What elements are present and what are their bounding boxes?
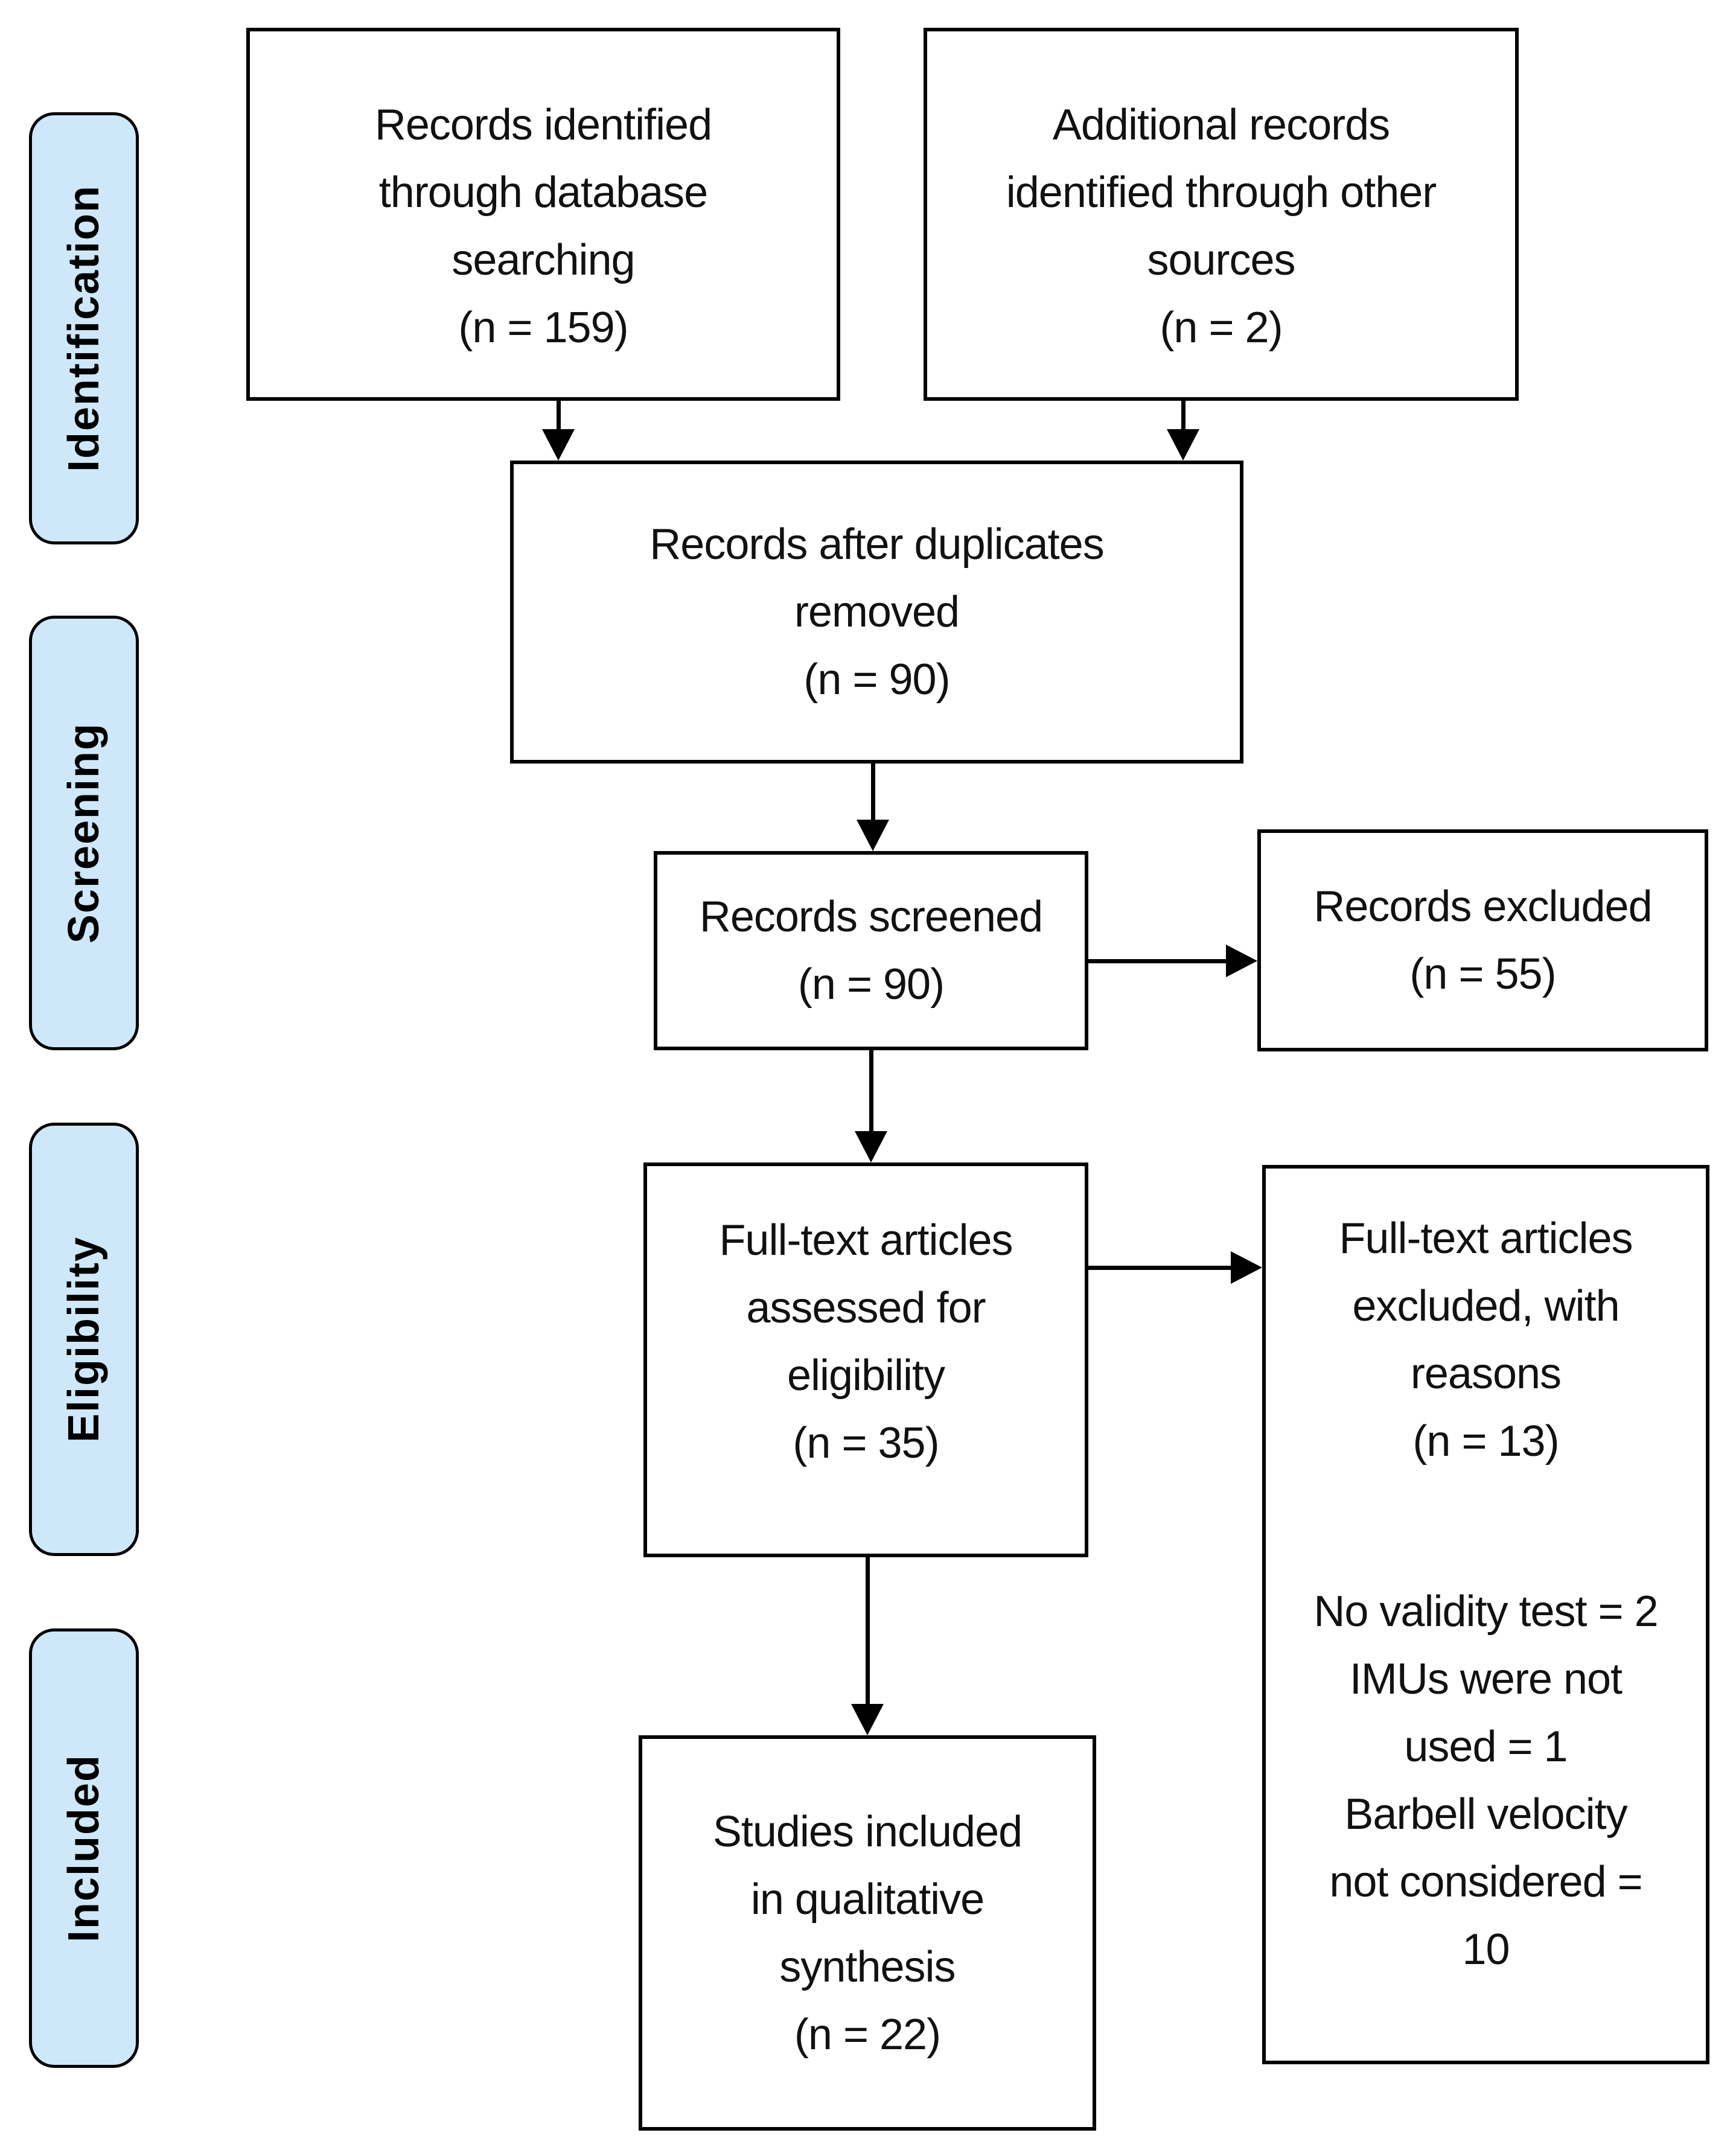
exclusion-reasons: No validity test = 2 IMUs were not used … [1313, 1578, 1658, 1983]
arrow-stem [869, 1050, 873, 1135]
box-text-line: IMUs were not [1349, 1655, 1623, 1703]
box-studies-included: Studies included in qualitative synthesi… [639, 1735, 1096, 2131]
box-text-line: Records excluded [1313, 882, 1652, 931]
stage-label: Identification [60, 185, 108, 472]
arrow-stem [557, 401, 561, 434]
box-text-line: Records screened [699, 893, 1043, 941]
stage-screening: Screening [29, 616, 139, 1050]
box-text-line: No validity test = 2 [1313, 1587, 1658, 1636]
arrow-down-icon [851, 1704, 884, 1735]
arrow-right-icon [1231, 1251, 1262, 1284]
box-text-line: eligibility [787, 1351, 945, 1400]
box-text-line: (n = 159) [458, 304, 628, 352]
arrow-down-icon [857, 820, 889, 851]
box-fulltext-assessed: Full-text articles assessed for eligibil… [643, 1163, 1088, 1557]
stage-label: Eligibility [60, 1236, 108, 1443]
box-text-line: (n = 90) [797, 960, 945, 1009]
box-text-line: assessed for [746, 1284, 986, 1332]
arrow-right-icon [1226, 945, 1257, 977]
box-text-line: Barbell velocity [1344, 1790, 1627, 1839]
box-text-line: Studies included [712, 1807, 1023, 1856]
box-text-line: Full-text articles [1339, 1214, 1633, 1263]
arrow-stem [1088, 1266, 1233, 1270]
box-text-line: (n = 35) [793, 1419, 939, 1467]
box-text-line: searching [452, 236, 635, 284]
box-text-line: synthesis [779, 1942, 956, 1991]
stage-label: Included [60, 1753, 109, 1943]
box-text-line: Records after duplicates [649, 520, 1104, 569]
stage-included: Included [29, 1628, 139, 2068]
box-text-line: through database [378, 168, 708, 217]
box-additional-records: Additional records identified through ot… [924, 28, 1519, 401]
box-text-line: not considered = [1329, 1858, 1642, 1906]
box-text-line: 10 [1462, 1925, 1510, 1974]
box-text-line: (n = 2) [1160, 304, 1283, 352]
box-records-excluded: Records excluded (n = 55) [1257, 829, 1708, 1051]
box-text-line: removed [794, 588, 960, 636]
box-duplicates-removed: Records after duplicates removed (n = 90… [510, 461, 1243, 764]
box-text-line: (n = 13) [1412, 1417, 1559, 1466]
arrow-stem [1181, 401, 1186, 434]
box-text-line: used = 1 [1404, 1723, 1568, 1771]
box-records-screened: Records screened (n = 90) [654, 851, 1088, 1050]
box-text-line: sources [1147, 236, 1295, 284]
box-text-line: excluded, with [1352, 1282, 1620, 1330]
box-text-line: identified through other [1006, 168, 1437, 217]
stage-label: Screening [60, 722, 108, 944]
box-text-line: Additional records [1052, 101, 1390, 149]
arrow-down-icon [1167, 429, 1199, 461]
box-fulltext-excluded: Full-text articles excluded, with reason… [1262, 1165, 1709, 2064]
box-text-line: (n = 22) [794, 2010, 941, 2059]
arrow-stem [866, 1557, 870, 1708]
arrow-stem [1088, 959, 1230, 963]
box-text-line: in qualitative [750, 1875, 984, 1924]
arrow-down-icon [855, 1131, 887, 1163]
stage-eligibility: Eligibility [29, 1123, 139, 1556]
stage-identification: Identification [29, 112, 139, 544]
box-text-line: reasons [1410, 1350, 1562, 1398]
arrow-down-icon [542, 429, 575, 461]
arrow-stem [871, 764, 875, 824]
exclusion-header: Full-text articles excluded, with reason… [1339, 1205, 1633, 1475]
box-records-identified: Records identified through database sear… [246, 28, 840, 401]
box-text-line: (n = 55) [1409, 950, 1556, 998]
box-text-line: Records identified [374, 101, 712, 149]
box-text-line: Full-text articles [719, 1216, 1013, 1265]
box-text-line: (n = 90) [803, 655, 950, 704]
